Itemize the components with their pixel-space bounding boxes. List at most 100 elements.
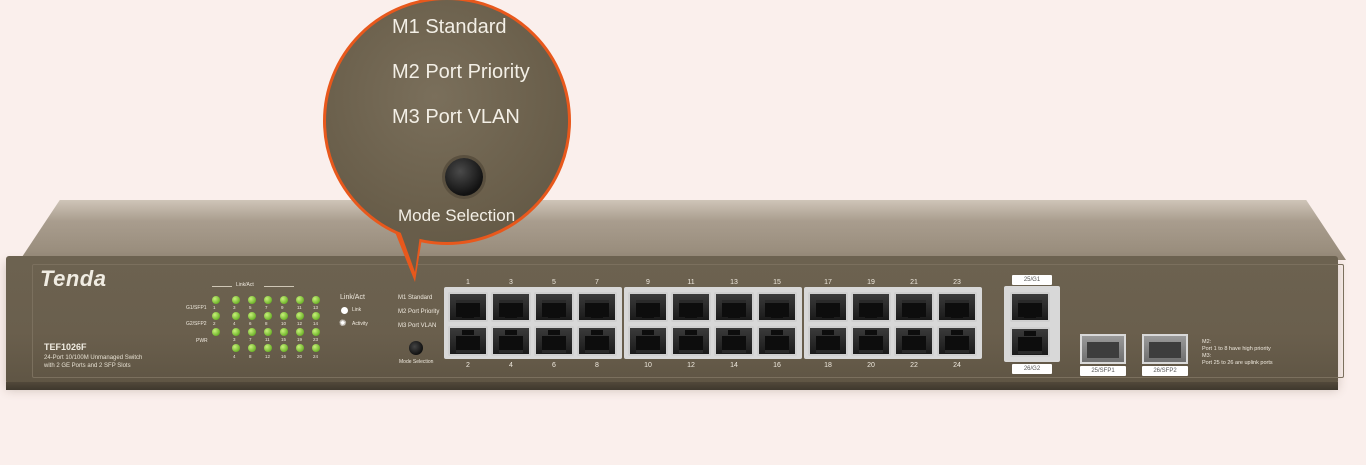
port-number: 7 bbox=[595, 279, 599, 286]
gigabit-port-26[interactable] bbox=[1010, 327, 1050, 357]
port-latch bbox=[822, 313, 834, 318]
port-latch bbox=[951, 313, 963, 318]
port-latch bbox=[642, 330, 654, 335]
port-jack bbox=[945, 300, 969, 317]
rj45-port-24[interactable] bbox=[937, 326, 977, 356]
port-led bbox=[248, 344, 256, 352]
led-number-label: 11 bbox=[297, 305, 302, 310]
led-number-label: 1 bbox=[213, 305, 216, 310]
port-jack bbox=[765, 336, 789, 353]
mode-label-m2: M2 Port Priority bbox=[398, 309, 440, 315]
rj45-port-15[interactable] bbox=[757, 292, 797, 322]
rj45-port-23[interactable] bbox=[937, 292, 977, 322]
sfp1-label: 25/SFP1 bbox=[1080, 366, 1126, 376]
switch-chassis-top bbox=[20, 200, 1346, 260]
rj45-port-17[interactable] bbox=[808, 292, 848, 322]
rj45-port-20[interactable] bbox=[851, 326, 891, 356]
callout-mode-m1: M1 Standard bbox=[392, 16, 507, 38]
port-led bbox=[312, 312, 320, 320]
mode-label-m3: M3 Port VLAN bbox=[398, 323, 437, 329]
legend-title: Link/Act bbox=[340, 294, 365, 301]
callout-mode-m2: M2 Port Priority bbox=[392, 61, 530, 83]
rj45-port-10[interactable] bbox=[628, 326, 668, 356]
port-jack bbox=[859, 336, 883, 353]
callout-mode-m3: M3 Port VLAN bbox=[392, 106, 520, 128]
rj45-port-4[interactable] bbox=[491, 326, 531, 356]
rj45-port-19[interactable] bbox=[851, 292, 891, 322]
rj45-port-7[interactable] bbox=[577, 292, 617, 322]
port-jack bbox=[816, 336, 840, 353]
port-jack bbox=[722, 300, 746, 317]
port-number: 10 bbox=[644, 362, 652, 369]
port-led bbox=[296, 296, 304, 304]
port-led bbox=[312, 328, 320, 336]
led-number-label: 4 bbox=[233, 321, 236, 326]
note-line: Port 1 to 8 have high priority bbox=[1202, 346, 1271, 352]
rj45-port-14[interactable] bbox=[714, 326, 754, 356]
port-number: 24 bbox=[953, 362, 961, 369]
legend-activity: Activity bbox=[352, 321, 368, 327]
callout-magnifier bbox=[323, 0, 571, 245]
switch-bottom-edge bbox=[6, 382, 1338, 390]
sfp-cage bbox=[1087, 342, 1119, 358]
led-row-label: G2/SFP2 bbox=[186, 321, 207, 327]
port-number: 9 bbox=[646, 279, 650, 286]
callout-pointer-fill bbox=[399, 228, 421, 272]
sfp-slot-1[interactable] bbox=[1080, 334, 1126, 364]
gig-port-label-bottom: 26/G2 bbox=[1012, 364, 1052, 374]
callout-caption: Mode Selection bbox=[398, 206, 516, 225]
port-led bbox=[280, 312, 288, 320]
port-jack bbox=[1018, 300, 1042, 317]
port-latch bbox=[822, 330, 834, 335]
port-led bbox=[232, 328, 240, 336]
rj45-port-16[interactable] bbox=[757, 326, 797, 356]
port-latch bbox=[908, 330, 920, 335]
mode-selection-button[interactable] bbox=[409, 341, 423, 355]
rj45-port-13[interactable] bbox=[714, 292, 754, 322]
led-number-label: 23 bbox=[313, 337, 319, 342]
rj45-port-3[interactable] bbox=[491, 292, 531, 322]
port-latch bbox=[505, 313, 517, 318]
port-led bbox=[264, 312, 272, 320]
port-jack bbox=[499, 300, 523, 317]
rj45-port-5[interactable] bbox=[534, 292, 574, 322]
port-led bbox=[248, 312, 256, 320]
brand-logo: Tenda bbox=[40, 266, 107, 291]
port-latch bbox=[771, 313, 783, 318]
port-jack bbox=[902, 336, 926, 353]
port-latch bbox=[865, 330, 877, 335]
led-number-label: 8 bbox=[249, 354, 252, 359]
rj45-port-12[interactable] bbox=[671, 326, 711, 356]
rj45-port-8[interactable] bbox=[577, 326, 617, 356]
port-jack bbox=[542, 336, 566, 353]
rj45-port-22[interactable] bbox=[894, 326, 934, 356]
led-number-label: 13 bbox=[313, 305, 319, 310]
sfp-slot-2[interactable] bbox=[1142, 334, 1188, 364]
port-led bbox=[264, 328, 272, 336]
rj45-port-11[interactable] bbox=[671, 292, 711, 322]
rj45-port-2[interactable] bbox=[448, 326, 488, 356]
rj45-port-9[interactable] bbox=[628, 292, 668, 322]
port-jack bbox=[679, 336, 703, 353]
port-led bbox=[312, 296, 320, 304]
port-jack bbox=[765, 300, 789, 317]
rj45-port-1[interactable] bbox=[448, 292, 488, 322]
led-number-label: 3 bbox=[233, 337, 236, 342]
link-indicator-icon bbox=[341, 307, 348, 314]
gigabit-port-25[interactable] bbox=[1010, 292, 1050, 322]
rj45-port-21[interactable] bbox=[894, 292, 934, 322]
port-number: 17 bbox=[824, 279, 832, 286]
led-row-label: PWR bbox=[196, 338, 208, 344]
port-number: 12 bbox=[687, 362, 695, 369]
led-number-label: 12 bbox=[265, 354, 271, 359]
port-jack bbox=[636, 336, 660, 353]
port-latch bbox=[591, 313, 603, 318]
rj45-port-6[interactable] bbox=[534, 326, 574, 356]
rj45-port-18[interactable] bbox=[808, 326, 848, 356]
port-led bbox=[296, 344, 304, 352]
led-number-label: 10 bbox=[281, 321, 287, 326]
port-jack bbox=[859, 300, 883, 317]
port-led bbox=[212, 296, 220, 304]
port-jack bbox=[542, 300, 566, 317]
